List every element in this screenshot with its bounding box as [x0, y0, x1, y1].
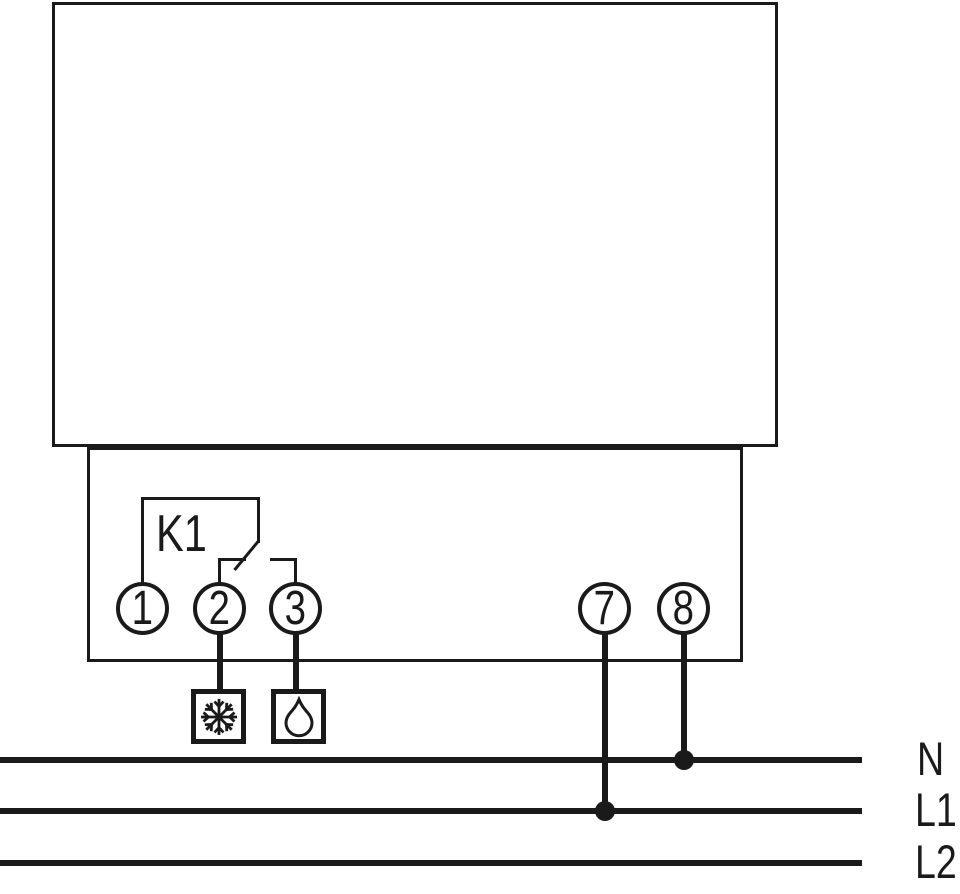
- bus-label-n: N: [917, 732, 945, 785]
- terminal-3-label: 3: [284, 581, 307, 635]
- junction-dot-terminal8-n: [674, 750, 694, 770]
- cooling-load-box: [191, 689, 246, 744]
- terminal7-lead: [602, 633, 608, 814]
- bus-label-l2: L2: [915, 835, 957, 888]
- terminal3-stub-horizontal: [270, 558, 297, 561]
- terminal-3: 3: [269, 582, 322, 635]
- relay-wire-right: [257, 497, 260, 543]
- snowflake-icon: [200, 698, 237, 735]
- bus-label-l1: L1: [915, 783, 957, 836]
- relay-label: K1: [156, 505, 207, 563]
- terminal-2-label: 2: [208, 581, 231, 635]
- defrost-load-box: [271, 689, 326, 744]
- terminal-1: 1: [116, 582, 169, 635]
- bus-line-l1: [0, 808, 862, 814]
- terminal-compartment-outline: [87, 447, 743, 662]
- terminal-1-label: 1: [131, 581, 154, 635]
- relay-wire-top: [141, 497, 260, 500]
- terminal2-stub-horizontal: [218, 558, 246, 561]
- terminal-8: 8: [657, 582, 710, 635]
- terminal2-stub-vertical: [218, 558, 221, 585]
- bus-line-l2: [0, 860, 862, 866]
- terminal2-lead: [217, 634, 223, 691]
- bus-line-n: [0, 757, 862, 763]
- terminal-8-label: 8: [672, 581, 695, 635]
- terminal3-lead: [293, 634, 299, 691]
- terminal-2: 2: [193, 582, 246, 635]
- droplet-icon: [283, 695, 314, 737]
- device-body-outline: [52, 2, 778, 447]
- terminal3-stub-vertical: [294, 558, 297, 585]
- junction-dot-terminal7-l1: [595, 801, 615, 821]
- terminal-7: 7: [578, 582, 631, 635]
- terminal-7-label: 7: [593, 581, 616, 635]
- relay-wire-left: [141, 497, 144, 584]
- terminal8-lead: [681, 633, 687, 763]
